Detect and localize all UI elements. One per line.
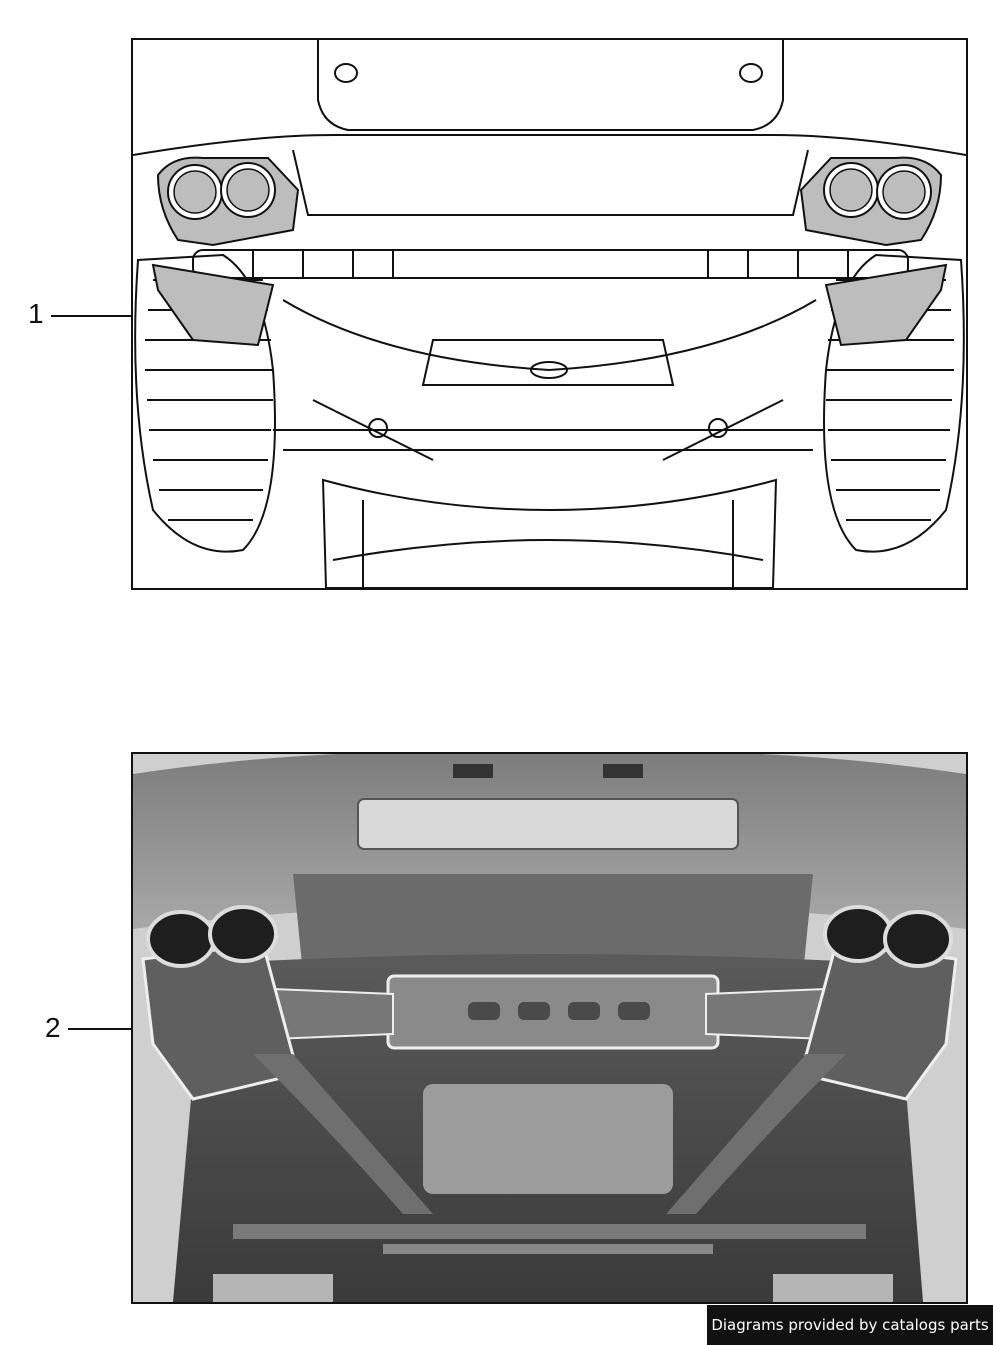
credit-badge: Diagrams provided by catalogs parts: [707, 1305, 993, 1345]
callout-number-2: 2: [45, 1012, 61, 1043]
diagram-panel-1: [131, 38, 968, 590]
exhaust-photo: [133, 754, 966, 1302]
callout-leader-line-2: [68, 1028, 131, 1030]
photo-panel-2: [131, 752, 968, 1304]
callout-number-1: 1: [28, 298, 44, 329]
callout-leader-line-1: [51, 315, 131, 317]
exhaust-line-drawing: [133, 40, 966, 588]
